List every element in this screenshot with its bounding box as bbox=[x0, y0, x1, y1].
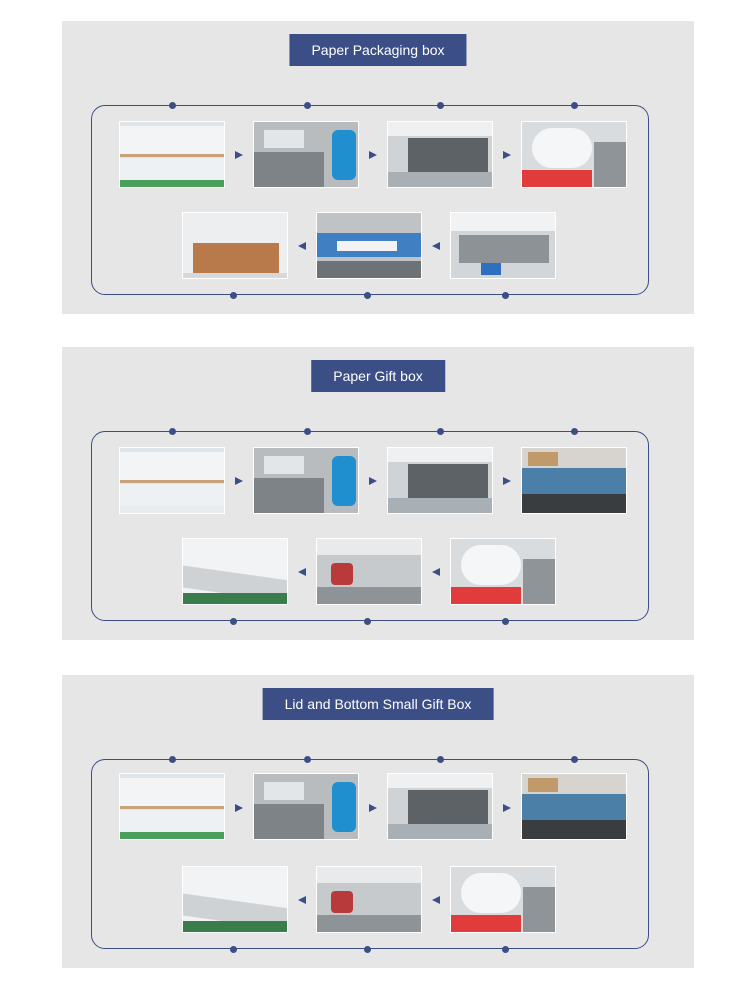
arrow-left-icon bbox=[297, 895, 307, 905]
process-flow bbox=[91, 102, 649, 299]
flow-dot bbox=[364, 618, 371, 625]
arrow-left-icon bbox=[431, 895, 441, 905]
arrow-right-icon bbox=[502, 803, 512, 813]
arrow-left-icon bbox=[297, 567, 307, 577]
photo-warehouse-cartons bbox=[182, 212, 288, 279]
process-flow bbox=[91, 428, 649, 625]
photo-factory-floor bbox=[450, 212, 556, 279]
photo-folder-gluer bbox=[316, 212, 422, 279]
panel-title: Paper Packaging box bbox=[289, 34, 467, 66]
arrow-right-icon bbox=[234, 803, 244, 813]
flow-dot bbox=[502, 618, 509, 625]
photo-printing-press bbox=[387, 121, 493, 188]
flow-dot bbox=[169, 428, 176, 435]
process-flow bbox=[91, 756, 649, 953]
photo-printing-press bbox=[387, 447, 493, 514]
photo-paper-stock bbox=[119, 773, 225, 840]
panel-paper-gift-box: Paper Gift box bbox=[62, 347, 694, 640]
flow-dot bbox=[437, 428, 444, 435]
flow-dot bbox=[364, 946, 371, 953]
arrow-right-icon bbox=[368, 476, 378, 486]
photo-paper-stock bbox=[119, 447, 225, 514]
photo-box-forming-worker bbox=[316, 866, 422, 933]
photo-conveyor-line bbox=[182, 866, 288, 933]
photo-mounting-machine bbox=[521, 773, 627, 840]
arrow-left-icon bbox=[297, 241, 307, 251]
flow-dot bbox=[230, 946, 237, 953]
arrow-left-icon bbox=[431, 241, 441, 251]
arrow-right-icon bbox=[234, 476, 244, 486]
flow-dot bbox=[304, 102, 311, 109]
photo-cutting-machine bbox=[253, 121, 359, 188]
flow-dot bbox=[502, 946, 509, 953]
arrow-right-icon bbox=[368, 803, 378, 813]
photo-laminating-machine bbox=[450, 538, 556, 605]
arrow-left-icon bbox=[431, 567, 441, 577]
photo-laminating-machine bbox=[450, 866, 556, 933]
photo-conveyor-line bbox=[182, 538, 288, 605]
flow-dot bbox=[230, 618, 237, 625]
flow-dot bbox=[437, 756, 444, 763]
photo-laminating-machine bbox=[521, 121, 627, 188]
photo-paper-stock bbox=[119, 121, 225, 188]
photo-cutting-machine bbox=[253, 447, 359, 514]
flow-dot bbox=[169, 102, 176, 109]
photo-cutting-machine bbox=[253, 773, 359, 840]
flow-dot bbox=[571, 428, 578, 435]
flow-dot bbox=[502, 292, 509, 299]
flow-dot bbox=[169, 756, 176, 763]
arrow-right-icon bbox=[234, 150, 244, 160]
flow-dot bbox=[571, 102, 578, 109]
flow-dot bbox=[304, 428, 311, 435]
flow-dot bbox=[437, 102, 444, 109]
photo-box-forming-worker bbox=[316, 538, 422, 605]
arrow-right-icon bbox=[502, 476, 512, 486]
arrow-right-icon bbox=[502, 150, 512, 160]
arrow-right-icon bbox=[368, 150, 378, 160]
photo-printing-press bbox=[387, 773, 493, 840]
panel-title: Lid and Bottom Small Gift Box bbox=[262, 688, 494, 720]
panel-paper-packaging-box: Paper Packaging box bbox=[62, 21, 694, 314]
flow-dot bbox=[571, 756, 578, 763]
photo-mounting-machine bbox=[521, 447, 627, 514]
panel-lid-and-bottom-small-gift-box: Lid and Bottom Small Gift Box bbox=[62, 675, 694, 968]
panel-title: Paper Gift box bbox=[311, 360, 445, 392]
flow-dot bbox=[304, 756, 311, 763]
flow-dot bbox=[364, 292, 371, 299]
flow-dot bbox=[230, 292, 237, 299]
